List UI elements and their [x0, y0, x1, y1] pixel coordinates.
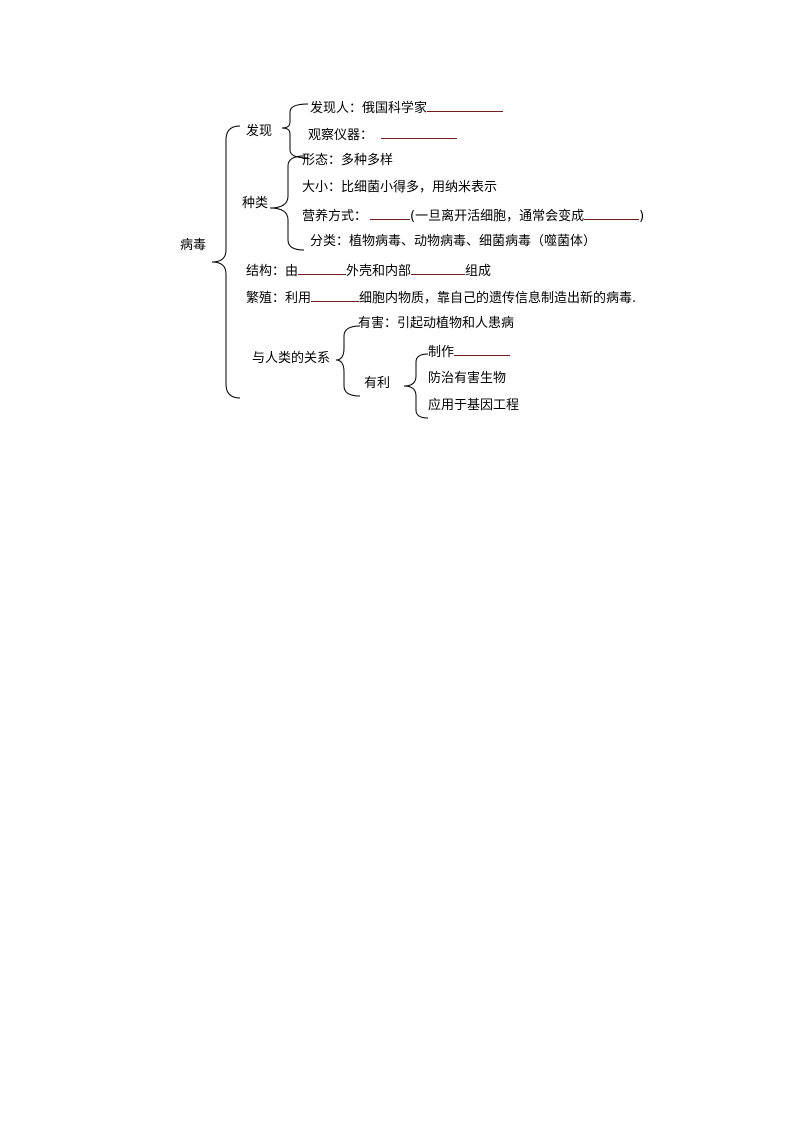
make-blank[interactable]	[454, 343, 511, 356]
classification-text: 分类：植物病毒、动物病毒、细菌病毒（噬菌体）	[310, 234, 597, 249]
discoverer-row: 发现人：俄国科学家	[310, 99, 504, 117]
structure-suffix: 组成	[465, 264, 492, 279]
nutrition-end: )	[639, 209, 645, 224]
types-brace	[269, 155, 305, 251]
instrument-text: 观察仪器：	[308, 128, 374, 143]
relation-label: 与人类的关系	[252, 351, 331, 366]
relation-brace	[335, 325, 361, 397]
structure-prefix: 结构：由	[246, 264, 299, 279]
beneficial-label: 有利	[364, 376, 391, 391]
shape-text: 形态：多种多样	[302, 153, 394, 168]
nutrition-text: 营养方式：	[302, 209, 368, 224]
instrument-blank[interactable]	[381, 126, 458, 139]
beneficial-item-text: 制作	[428, 345, 455, 360]
beneficial-item-pest: 防治有害生物	[428, 371, 507, 386]
size-text: 大小：比细菌小得多，用纳米表示	[302, 180, 498, 195]
nutrition-blank-2[interactable]	[584, 207, 640, 220]
instrument-row: 观察仪器：	[308, 126, 458, 144]
reproduction-blank[interactable]	[311, 289, 360, 302]
types-label: 种类	[242, 196, 269, 211]
structure-blank-2[interactable]	[411, 262, 466, 275]
reproduction-suffix: 细胞内物质，靠自己的遗传信息制造出新的病毒.	[359, 291, 637, 306]
structure-blank-1[interactable]	[298, 262, 347, 275]
harmful-text: 有害：引起动植物和人患病	[358, 316, 515, 331]
reproduction-prefix: 繁殖：利用	[246, 291, 312, 306]
discoverer-text: 发现人：俄国科学家	[310, 101, 428, 116]
nutrition-row: 营养方式： (一旦离开活细胞，通常会变成)	[302, 207, 644, 225]
structure-middle: 外壳和内部	[346, 264, 412, 279]
structure-row: 结构：由 外壳和内部 组成	[246, 262, 491, 280]
nutrition-blank-1[interactable]	[370, 207, 411, 220]
discovery-label: 发现	[246, 124, 273, 139]
beneficial-brace	[403, 353, 429, 419]
reproduction-row: 繁殖：利用 细胞内物质，靠自己的遗传信息制造出新的病毒.	[246, 289, 636, 307]
root-brace	[211, 125, 241, 399]
beneficial-item-genetic: 应用于基因工程	[428, 398, 520, 413]
nutrition-middle: (一旦离开活细胞，通常会变成	[410, 209, 585, 224]
root-label: 病毒	[180, 238, 207, 253]
discovery-brace	[281, 103, 309, 159]
discoverer-blank[interactable]	[427, 99, 504, 112]
beneficial-item-make: 制作	[428, 343, 511, 361]
